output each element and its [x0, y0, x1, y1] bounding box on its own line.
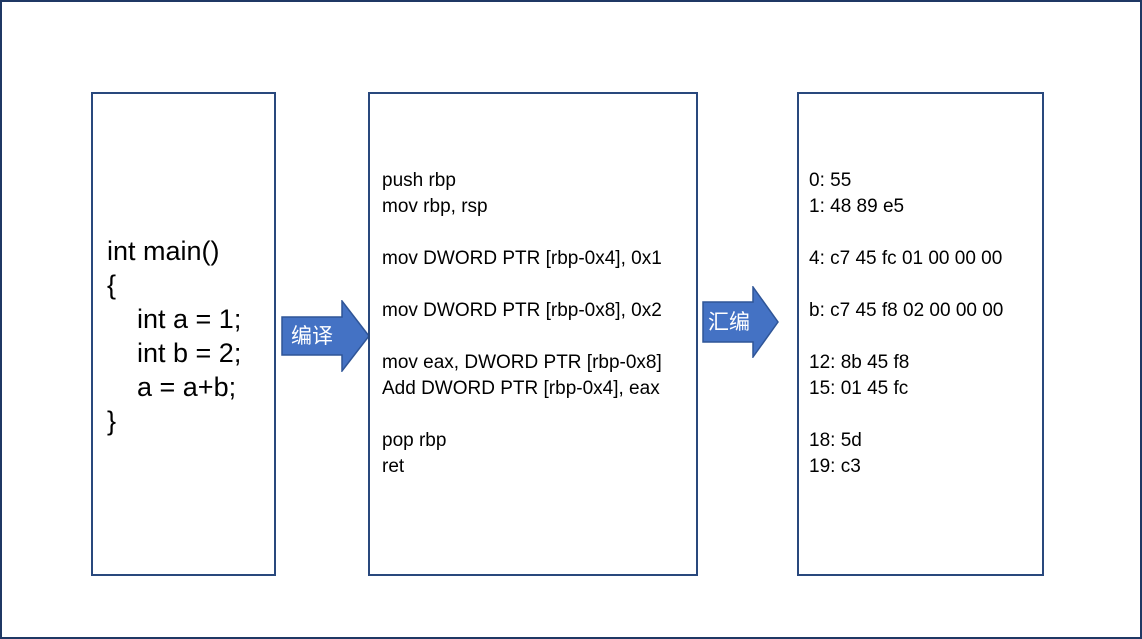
assembly-box: push rbp mov rbp, rsp mov DWORD PTR [rbp…: [368, 92, 698, 576]
machine-code-text: 0: 55 1: 48 89 e5 4: c7 45 fc 01 00 00 0…: [809, 170, 1004, 477]
compile-arrow-label: 编译: [291, 325, 333, 348]
compile-arrow-shape: [281, 300, 370, 372]
assembly-text: push rbp mov rbp, rsp mov DWORD PTR [rbp…: [382, 170, 662, 477]
source-code-box: int main() { int a = 1; int b = 2; a = a…: [91, 92, 276, 576]
source-code-text: int main() { int a = 1; int b = 2; a = a…: [107, 236, 242, 436]
assemble-arrow: 汇编: [702, 286, 779, 358]
machine-code-box: 0: 55 1: 48 89 e5 4: c7 45 fc 01 00 00 0…: [797, 92, 1044, 576]
assemble-arrow-shape: [702, 286, 779, 358]
assemble-arrow-label: 汇编: [708, 311, 750, 334]
compile-arrow: 编译: [281, 300, 370, 372]
